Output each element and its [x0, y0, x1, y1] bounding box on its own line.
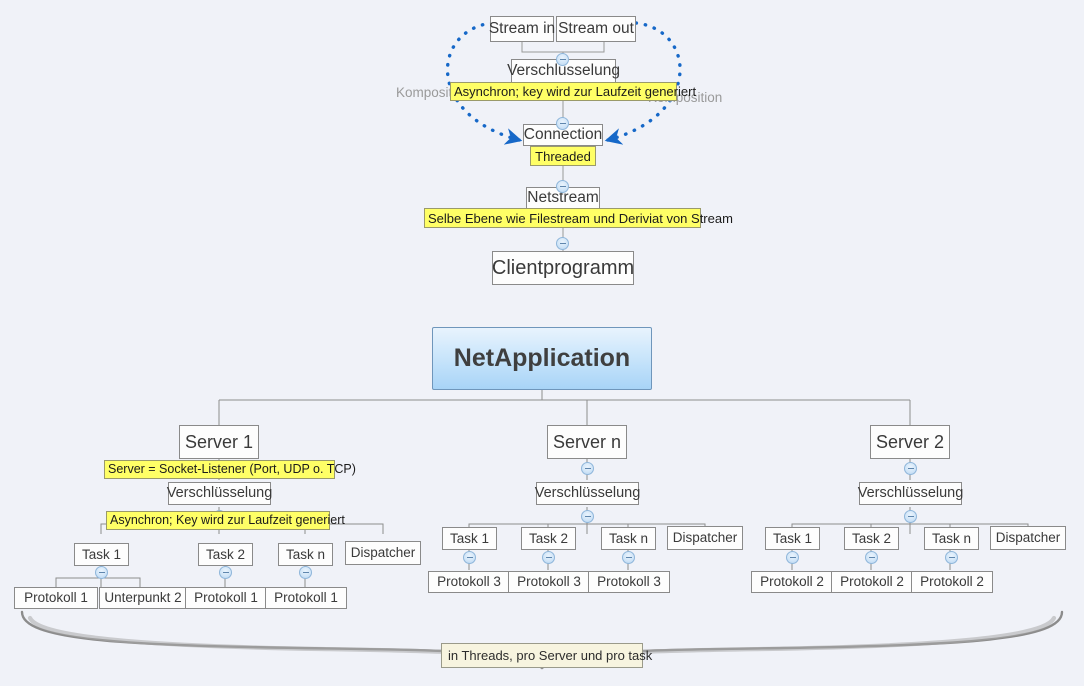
node-server-1[interactable]: Server 1	[179, 425, 259, 459]
node-netapplication-label: NetApplication	[453, 344, 631, 372]
collapse-toggle-s1-task-1[interactable]	[95, 566, 108, 579]
note-async-key[interactable]: Asynchron; key wird zur Laufzeit generie…	[450, 82, 696, 101]
node-s1-task-n[interactable]: Task n	[278, 543, 333, 566]
node-s1-protokoll-1-b[interactable]: Protokoll 1	[185, 587, 267, 609]
node-sn-protokoll-3-b-label: Protokoll 3	[517, 574, 581, 590]
collapse-toggle-s2-task-2[interactable]	[865, 551, 878, 564]
collapse-toggle-sn-task-n[interactable]	[622, 551, 635, 564]
node-s2-protokoll-2-b-label: Protokoll 2	[840, 574, 904, 590]
collapse-toggle-s2-task-n[interactable]	[945, 551, 958, 564]
node-s2-protokoll-2-a[interactable]: Protokoll 2	[751, 571, 833, 593]
node-server-2-verschluesselung[interactable]: Verschlüsselung	[857, 482, 964, 505]
node-sn-task-1-label: Task 1	[449, 530, 490, 546]
node-sn-task-n-label: Task n	[608, 530, 649, 546]
node-s1-dispatcher-label: Dispatcher	[350, 545, 416, 561]
node-server-1-label: Server 1	[184, 432, 254, 452]
node-s2-task-1[interactable]: Task 1	[765, 527, 820, 550]
node-s2-task-2[interactable]: Task 2	[844, 527, 899, 550]
node-sn-protokoll-3-a-label: Protokoll 3	[437, 574, 501, 590]
node-s2-dispatcher-label: Dispatcher	[995, 530, 1061, 546]
node-sn-dispatcher-label: Dispatcher	[672, 530, 738, 546]
node-connection-label: Connection	[523, 126, 603, 144]
node-s1-protokoll-1-a-label: Protokoll 1	[24, 590, 88, 606]
node-sn-protokoll-3-a[interactable]: Protokoll 3	[428, 571, 510, 593]
node-s1-task-2-label: Task 2	[205, 546, 246, 562]
node-stream-out-label: Stream out	[558, 20, 634, 38]
note-server-1-async-key[interactable]: Asynchron; Key wird zur Laufzeit generie…	[106, 511, 345, 530]
node-s1-task-1-label: Task 1	[81, 546, 122, 562]
node-server-1-verschluesselung-label: Verschlüsselung	[166, 485, 273, 502]
node-s2-task-n[interactable]: Task n	[924, 527, 979, 550]
node-clientprogramm-label: Clientprogramm	[491, 257, 635, 279]
node-s2-protokoll-2-a-label: Protokoll 2	[760, 574, 824, 590]
node-s1-dispatcher[interactable]: Dispatcher	[345, 541, 421, 565]
node-server-n-verschluesselung-label: Verschlüsselung	[534, 485, 641, 502]
node-stream-in[interactable]: Stream in	[488, 16, 556, 42]
node-s1-protokoll-1-c[interactable]: Protokoll 1	[265, 587, 347, 609]
node-server-n-verschluesselung[interactable]: Verschlüsselung	[534, 482, 641, 505]
node-stream-in-label: Stream in	[488, 20, 556, 38]
collapse-toggle-s1-task-2[interactable]	[219, 566, 232, 579]
node-sn-dispatcher[interactable]: Dispatcher	[667, 526, 743, 550]
node-s2-task-1-label: Task 1	[772, 530, 813, 546]
node-sn-task-1[interactable]: Task 1	[442, 527, 497, 550]
collapse-toggle-server-2-verschluesselung[interactable]	[904, 510, 917, 523]
node-server-1-verschluesselung[interactable]: Verschlüsselung	[166, 482, 273, 505]
note-threaded[interactable]: Threaded	[530, 146, 596, 166]
note-threaded-label: Threaded	[535, 148, 591, 164]
node-sn-task-2-label: Task 2	[528, 530, 569, 546]
node-s2-task-2-label: Task 2	[851, 530, 892, 546]
node-netstream-label: Netstream	[527, 189, 599, 207]
node-s1-unterpunkt-2-label: Unterpunkt 2	[104, 590, 182, 606]
collapse-toggle-netstream[interactable]	[556, 180, 569, 193]
node-s2-protokoll-2-c-label: Protokoll 2	[920, 574, 984, 590]
node-s2-protokoll-2-b[interactable]: Protokoll 2	[831, 571, 913, 593]
node-verschluesselung-top-label: Verschlüsselung	[507, 62, 620, 80]
node-s1-task-2[interactable]: Task 2	[198, 543, 253, 566]
note-server-1-socket-listener-label: Server = Socket-Listener (Port, UDP o. T…	[108, 462, 356, 477]
collapse-toggle-s1-task-n[interactable]	[299, 566, 312, 579]
node-sn-protokoll-3-b[interactable]: Protokoll 3	[508, 571, 590, 593]
collapse-toggle-server-n[interactable]	[581, 462, 594, 475]
collapse-toggle-connection[interactable]	[556, 117, 569, 130]
collapse-toggle-server-n-verschluesselung[interactable]	[581, 510, 594, 523]
collapse-toggle-sn-task-1[interactable]	[463, 551, 476, 564]
node-s1-task-n-label: Task n	[285, 546, 326, 562]
node-s1-task-1[interactable]: Task 1	[74, 543, 129, 566]
collapse-toggle-s2-task-1[interactable]	[786, 551, 799, 564]
collapse-toggle-sn-task-2[interactable]	[542, 551, 555, 564]
collapse-toggle-verschluesselung-top[interactable]	[556, 53, 569, 66]
node-s1-protokoll-1-c-label: Protokoll 1	[274, 590, 338, 606]
node-server-n-label: Server n	[552, 432, 622, 452]
boundary-note[interactable]: in Threads, pro Server und pro task	[441, 643, 652, 668]
node-s2-task-n-label: Task n	[931, 530, 972, 546]
node-s2-protokoll-2-c[interactable]: Protokoll 2	[911, 571, 993, 593]
node-server-2[interactable]: Server 2	[870, 425, 950, 459]
node-server-n[interactable]: Server n	[547, 425, 627, 459]
node-sn-task-n[interactable]: Task n	[601, 527, 656, 550]
node-netapplication-root[interactable]: NetApplication	[432, 327, 652, 390]
note-server-1-socket-listener[interactable]: Server = Socket-Listener (Port, UDP o. T…	[104, 460, 356, 479]
note-server-1-async-key-label: Asynchron; Key wird zur Laufzeit generie…	[110, 513, 345, 528]
note-selbe-ebene[interactable]: Selbe Ebene wie Filestream und Deriviat …	[424, 208, 733, 228]
node-sn-protokoll-3-c-label: Protokoll 3	[597, 574, 661, 590]
node-s1-protokoll-1-b-label: Protokoll 1	[194, 590, 258, 606]
node-stream-out[interactable]: Stream out	[556, 16, 636, 42]
node-sn-task-2[interactable]: Task 2	[521, 527, 576, 550]
boundary-note-label: in Threads, pro Server und pro task	[448, 648, 653, 663]
note-selbe-ebene-label: Selbe Ebene wie Filestream und Deriviat …	[428, 210, 733, 226]
node-s1-unterpunkt-2[interactable]: Unterpunkt 2	[99, 587, 187, 609]
node-server-2-label: Server 2	[875, 432, 945, 452]
collapse-toggle-server-2[interactable]	[904, 462, 917, 475]
node-clientprogramm[interactable]: Clientprogramm	[492, 251, 634, 285]
node-connection[interactable]: Connection	[523, 124, 603, 146]
node-server-2-verschluesselung-label: Verschlüsselung	[857, 485, 964, 502]
note-async-key-label: Asynchron; key wird zur Laufzeit generie…	[454, 84, 697, 99]
node-sn-protokoll-3-c[interactable]: Protokoll 3	[588, 571, 670, 593]
node-s2-dispatcher[interactable]: Dispatcher	[990, 526, 1066, 550]
collapse-toggle-clientprogramm[interactable]	[556, 237, 569, 250]
node-s1-protokoll-1-a[interactable]: Protokoll 1	[14, 587, 98, 609]
